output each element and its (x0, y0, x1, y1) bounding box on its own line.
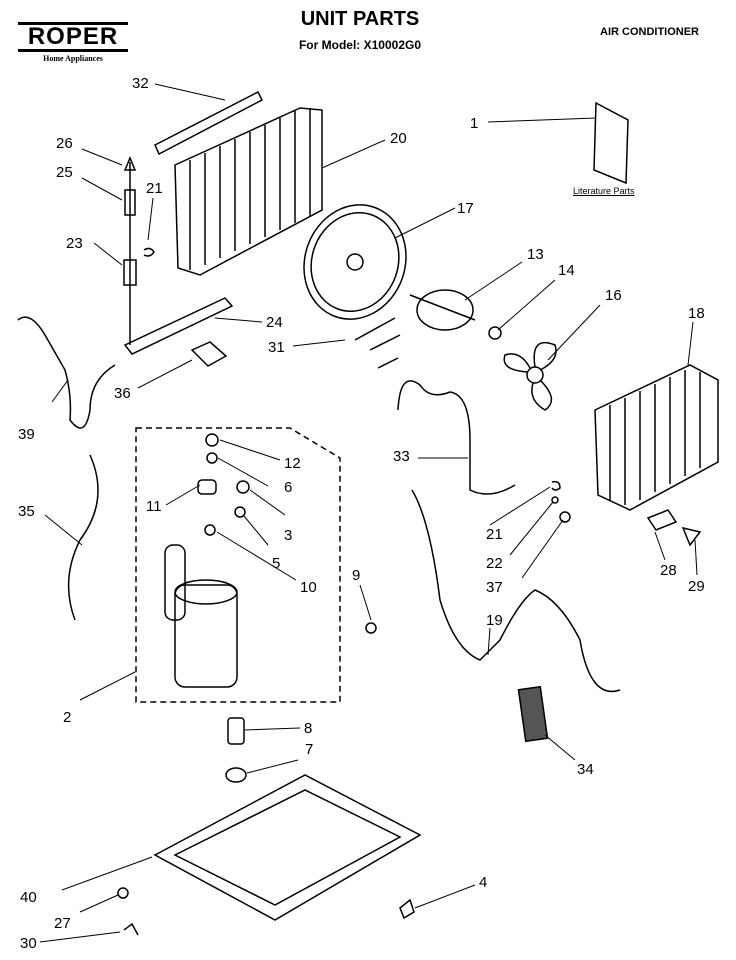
strainer-25 (124, 189, 136, 216)
block-36 (190, 341, 228, 367)
page-title: UNIT PARTS (300, 8, 420, 30)
callout-7: 7 (305, 741, 313, 758)
clip-4 (399, 898, 415, 920)
nut-12 (205, 433, 219, 447)
callout-2: 2 (63, 709, 71, 726)
washer-6 (206, 452, 218, 464)
callout-31: 31 (268, 339, 285, 356)
callout-26: 26 (56, 135, 73, 152)
filter-34 (517, 685, 549, 743)
callout-21: 21 (486, 526, 503, 543)
callout-40: 40 (20, 889, 37, 906)
clip-29 (681, 526, 702, 547)
screw-27 (117, 887, 129, 899)
tip-26 (123, 156, 137, 171)
callout-20: 20 (390, 130, 407, 147)
callout-4: 4 (479, 874, 487, 891)
model-line: For Model: X10002G0 (298, 38, 422, 52)
literature-label: Literature Parts (573, 186, 635, 196)
union-23 (123, 259, 137, 286)
grommet-7 (225, 767, 247, 783)
callout-23: 23 (66, 235, 83, 252)
callout-39: 39 (18, 426, 35, 443)
brand-logo: ROPER Home Appliances (18, 22, 128, 63)
category-label: AIR CONDITIONER (600, 26, 699, 38)
callout-30: 30 (20, 935, 37, 952)
callout-6: 6 (284, 479, 292, 496)
callout-16: 16 (605, 287, 622, 304)
tubing-39 (17, 316, 116, 429)
callout-22: 22 (486, 555, 503, 572)
callout-29: 29 (688, 578, 705, 595)
callout-17: 17 (457, 200, 474, 217)
gasket-10 (204, 524, 216, 536)
literature-book (593, 101, 629, 185)
callout-10: 10 (300, 579, 317, 596)
callout-3: 3 (284, 527, 292, 544)
callout-33: 33 (393, 448, 410, 465)
callout-13: 13 (527, 246, 544, 263)
tubing-24 (123, 297, 234, 355)
callout-36: 36 (114, 385, 131, 402)
callout-18: 18 (688, 305, 705, 322)
callout-12: 12 (284, 455, 301, 472)
wire-31 (354, 317, 401, 369)
clip-37 (559, 511, 571, 523)
clip-21-left (143, 247, 155, 257)
clip-28 (646, 509, 678, 531)
callout-14: 14 (558, 262, 575, 279)
callout-11: 11 (146, 498, 162, 515)
fan-motor-13 (409, 289, 502, 340)
brand-tagline: Home Appliances (43, 54, 103, 63)
evaporator-coil-18 (594, 364, 719, 511)
clip-30 (123, 922, 139, 936)
callout-37: 37 (486, 579, 503, 596)
callout-9: 9 (352, 567, 360, 584)
compressor-box (135, 427, 341, 703)
grommet-5 (234, 506, 246, 518)
callout-28: 28 (660, 562, 677, 579)
compressor-2 (164, 544, 238, 688)
callout-25: 25 (56, 164, 73, 181)
callout-19: 19 (486, 612, 503, 629)
overload-3 (236, 480, 250, 494)
spacer-8 (227, 717, 245, 745)
callout-5: 5 (272, 555, 280, 572)
clip-21 (551, 480, 561, 491)
condenser-coil-20 (174, 107, 323, 276)
base-pan-40 (153, 774, 422, 921)
callout-24: 24 (266, 314, 283, 331)
callout-1: 1 (470, 115, 478, 132)
clip-22 (551, 496, 559, 504)
terminal-cover-11 (197, 479, 217, 495)
callout-35: 35 (18, 503, 35, 520)
tubing-19 (411, 489, 621, 693)
wire-harness-35 (67, 454, 99, 621)
leader-lines (39, 83, 698, 943)
callout-8: 8 (304, 720, 312, 737)
callout-32: 32 (132, 75, 149, 92)
callout-27: 27 (54, 915, 71, 932)
fan-shroud-17 (303, 204, 407, 320)
bracket-32 (154, 90, 263, 156)
nut-9 (365, 622, 377, 634)
callout-numbers: 1 2 3 4 5 6 7 8 9 10 11 12 13 14 16 17 1… (18, 75, 705, 952)
tubing-33 (397, 380, 516, 495)
fan-blade-16 (503, 341, 557, 411)
callout-34: 34 (577, 761, 594, 778)
brand-name: ROPER (18, 22, 128, 52)
callout-21-left: 21 (146, 180, 163, 197)
